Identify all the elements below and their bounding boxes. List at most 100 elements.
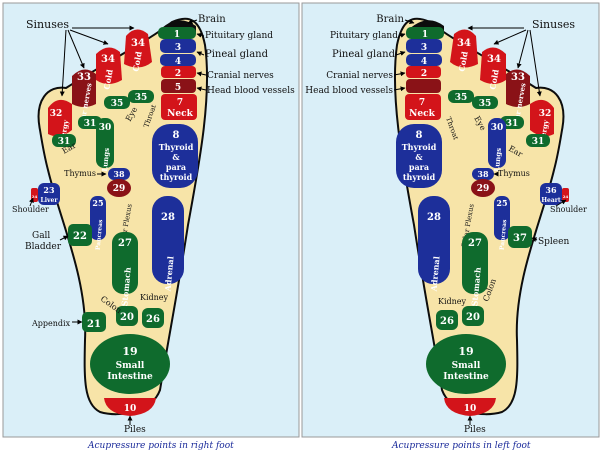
right-point-34b-num: 34 — [101, 54, 115, 65]
right-point-29-num: 29 — [113, 184, 126, 194]
left-point-4 — [406, 54, 442, 66]
right-label-gall-bladder-2: Bladder — [25, 242, 62, 252]
right-point-3 — [160, 39, 196, 53]
left-point-29-num: 29 — [477, 184, 490, 194]
left-point-28 — [418, 196, 450, 284]
right-point-28-label: Adrenal — [162, 256, 175, 293]
left-point-31a — [500, 116, 524, 129]
right-point-19-num: 19 — [122, 345, 137, 358]
right-point-23-num: 23 — [43, 185, 55, 195]
right-label-brain: Brain — [198, 14, 226, 25]
right-point-26 — [142, 308, 164, 328]
left-point-19 — [426, 334, 506, 394]
left-point-10 — [444, 398, 496, 416]
right-label-pineal: Pineal gland — [205, 49, 269, 60]
right-label-appendix: Appendix — [31, 319, 71, 328]
left-label-piles: Piles — [464, 425, 486, 435]
right-point-35b-num: 35 — [111, 99, 124, 109]
right-point-19 — [90, 334, 170, 394]
left-label-brain: Brain — [376, 14, 404, 25]
right-toe-34 — [124, 29, 152, 68]
left-point-32-num: 32 — [539, 109, 552, 119]
left-point-20 — [462, 306, 484, 326]
right-point-28 — [152, 196, 184, 284]
right-foot-caption: Acupressure points in right foot — [88, 441, 234, 451]
right-point-22-num: 22 — [73, 231, 87, 242]
right-label-pituitary: Pituitary gland — [205, 31, 273, 41]
left-point-25-num: 25 — [496, 198, 507, 208]
left-point-35b — [472, 96, 498, 109]
left-point-28-label: Adrenal — [428, 256, 441, 293]
right-point-31b — [52, 134, 76, 147]
left-point-8-l1: Thyroid — [402, 142, 437, 152]
left-point-10-num: 10 — [464, 404, 477, 414]
left-point-27-num: 27 — [468, 238, 482, 249]
left-point-26-num: 26 — [440, 316, 454, 327]
left-point-2 — [406, 66, 441, 78]
right-point-34-num: 34 — [131, 38, 145, 49]
right-point-35a-num: 35 — [135, 93, 148, 103]
right-point-20-num: 20 — [120, 312, 134, 323]
right-point-24-num: 24 — [32, 194, 38, 199]
right-label-kidney: Kidney — [140, 293, 169, 302]
right-toe-34b — [96, 47, 122, 84]
right-point-1 — [158, 27, 196, 39]
left-label-thymus: Thymus — [498, 169, 530, 178]
left-point-34-label: Cold — [456, 50, 469, 72]
left-point-25-label: Pancreas — [499, 219, 509, 251]
left-point-30-num: 30 — [491, 123, 504, 133]
left-point-36-num: 36 — [545, 185, 557, 195]
right-point-31a-num: 31 — [84, 119, 97, 129]
right-label-sinuses: Sinuses — [26, 18, 69, 31]
left-point-30-label: Lungs — [492, 147, 503, 172]
left-arrows — [393, 19, 567, 425]
right-point-32-num: 32 — [50, 109, 63, 119]
left-label-sinuses: Sinuses — [532, 18, 575, 31]
right-toe-32 — [48, 99, 72, 137]
right-point-27-label: Stomach — [119, 267, 132, 307]
left-point-37 — [508, 226, 532, 248]
left-point-34b-num: 34 — [487, 54, 501, 65]
left-point-4-num: 4 — [421, 57, 427, 67]
right-point-21-num: 21 — [87, 319, 101, 330]
left-label-kidney: Kidney — [438, 297, 467, 306]
left-label-head-blood: Head blood vessels — [305, 86, 393, 96]
right-point-5 — [161, 79, 196, 93]
right-point-31b-num: 31 — [58, 137, 71, 147]
left-point-1 — [406, 27, 444, 39]
left-toe-34b — [480, 47, 506, 84]
left-point-3 — [406, 39, 442, 53]
right-point-2-num: 2 — [175, 69, 181, 79]
left-point-35a — [448, 90, 474, 103]
left-point-29 — [471, 179, 495, 197]
left-foot-caption: Acupressure points in left foot — [392, 441, 531, 451]
right-point-19-l1: Small — [116, 361, 145, 371]
right-toe-33 — [72, 69, 96, 107]
left-point-20-num: 20 — [466, 312, 480, 323]
left-toe-32 — [530, 99, 554, 137]
left-point-7-num: 7 — [419, 98, 425, 108]
right-point-3-num: 3 — [175, 43, 181, 53]
left-point-37-num: 37 — [513, 233, 527, 244]
left-point-26 — [436, 310, 458, 330]
left-label-shoulder: Shoulder — [550, 205, 587, 214]
right-point-31a — [78, 116, 102, 129]
right-point-25-label: Pancreas — [95, 219, 105, 251]
left-point-36 — [540, 183, 562, 205]
left-label-pituitary: Pituitary gland — [330, 31, 398, 41]
left-label-pineal: Pineal gland — [332, 49, 396, 60]
right-point-8 — [152, 124, 198, 188]
left-point-8-l4: thyroid — [403, 172, 436, 182]
left-point-19-l1: Small — [452, 361, 481, 371]
right-label-shoulder: Shoulder — [12, 205, 49, 214]
left-point-35a-num: 35 — [455, 93, 468, 103]
right-point-8-num: 8 — [173, 130, 180, 141]
right-point-25 — [90, 196, 106, 240]
left-point-8-l2: & — [415, 152, 423, 162]
left-point-31a-num: 31 — [506, 119, 519, 129]
right-point-27 — [112, 232, 138, 294]
left-point-31b — [526, 134, 550, 147]
right-point-27-num: 27 — [118, 238, 132, 249]
left-point-19-num: 19 — [458, 345, 473, 358]
